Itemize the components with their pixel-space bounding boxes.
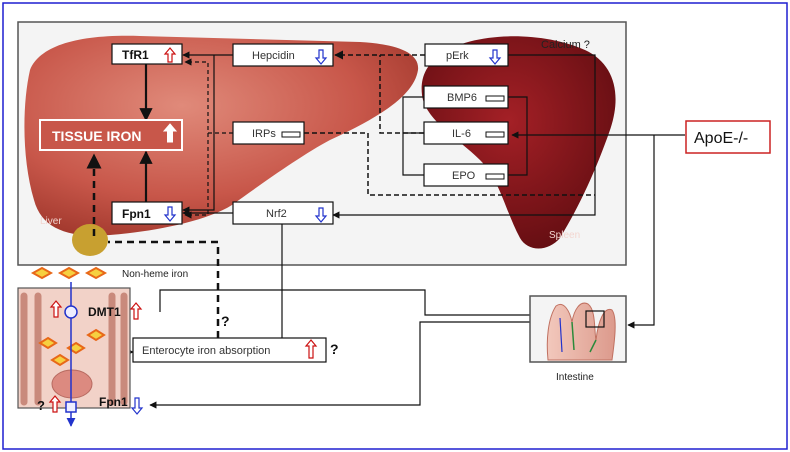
apoe-label: ApoE-/-: [694, 130, 748, 147]
apoe-to-intestine-arrow: [627, 135, 655, 329]
down-arrow-icon: [314, 49, 328, 65]
iron-diamond-icon: [50, 353, 70, 367]
up-arrow-icon: [162, 123, 178, 143]
tissue-iron-node: TISSUE IRON: [39, 119, 183, 151]
perk-node: pErk: [424, 43, 509, 67]
enterocyte-illustration: [17, 282, 131, 427]
iron-diamond-icon: [38, 336, 58, 350]
bmp6-label: BMP6: [447, 92, 477, 104]
bmp6-node: BMP6: [423, 85, 509, 109]
up-arrow-icon: [48, 395, 62, 413]
up-arrow-icon: [304, 339, 318, 359]
dmt1-transporter-icon: [64, 305, 78, 319]
il6-to-hepcidin-dashed: [379, 55, 424, 134]
iron-diamonds-row: [30, 266, 108, 280]
intestine-illustration: [546, 302, 616, 361]
fpn1-enterocyte-label: Fpn1: [99, 395, 128, 409]
hepcidin-node: Hepcidin: [232, 43, 334, 67]
enterocyte-absorption-label: Enterocyte iron absorption: [142, 345, 270, 357]
unchanged-bar-icon: [485, 173, 505, 180]
intestine-zoom-box: [585, 310, 605, 328]
irps-to-tfr1-dashed: [184, 58, 233, 134]
bmp6-right-line: [508, 96, 528, 176]
enterocyte-absorption-node: Enterocyte iron absorption: [132, 337, 327, 363]
down-arrow-icon: [130, 397, 144, 415]
tfr1-node: TfR1: [111, 43, 183, 65]
il6-label: IL-6: [452, 128, 471, 140]
calcium-label: Calcium ?: [541, 39, 590, 51]
absorption-dashed-link: [108, 240, 220, 338]
liver-label: Liver: [40, 216, 62, 227]
hepcidin-to-fpn1-line: [182, 55, 215, 214]
unchanged-bar-icon: [281, 131, 301, 138]
intestine-link-line-top: [159, 289, 590, 316]
liver-illustration: [24, 35, 419, 236]
fpn1-liver-label: Fpn1: [122, 207, 151, 221]
iron-diamond-icon: [86, 328, 106, 342]
il6-node: IL-6: [423, 121, 509, 145]
gallbladder-illustration: [72, 224, 108, 256]
epo-label: EPO: [452, 170, 476, 182]
non-heme-iron-label: Non-heme iron: [122, 269, 188, 280]
irps-node: IRPs: [232, 121, 305, 145]
tissue-iron-label: TISSUE IRON: [52, 128, 141, 144]
cytokine-bracket: [402, 96, 424, 176]
unchanged-bar-icon: [485, 95, 505, 102]
dmt1-label: DMT1: [88, 305, 121, 319]
unchanged-bar-icon: [485, 131, 505, 138]
epo-node: EPO: [423, 163, 509, 187]
iron-diamond-icon: [84, 266, 108, 280]
nrf2-node: Nrf2: [232, 201, 334, 225]
question-mark-absorption: ?: [330, 341, 339, 357]
up-arrow-icon: [49, 300, 63, 318]
intestine-panel: [529, 295, 627, 363]
apoe-node: ApoE-/-: [685, 120, 771, 154]
intestine-label: Intestine: [556, 372, 594, 383]
up-arrow-icon: [163, 47, 177, 63]
fpn1-transporter-icon: [65, 401, 77, 413]
question-mark-fpn1: ?: [37, 398, 45, 413]
down-arrow-icon: [314, 207, 328, 223]
intestine-to-fpn1-line: [149, 321, 590, 409]
perk-label: pErk: [446, 50, 469, 62]
down-arrow-icon: [488, 49, 502, 65]
up-arrow-icon: [129, 302, 143, 320]
question-mark-dashed-link: ?: [221, 313, 230, 329]
irps-to-spleen-dashed: [304, 132, 595, 196]
spleen-label: Spleen: [549, 230, 580, 241]
hepcidin-label: Hepcidin: [252, 50, 295, 62]
nrf2-label: Nrf2: [266, 208, 287, 220]
iron-diamond-icon: [57, 266, 81, 280]
iron-diamond-icon: [30, 266, 54, 280]
irps-label: IRPs: [252, 128, 276, 140]
tfr1-label: TfR1: [122, 48, 149, 62]
fpn1-liver-node: Fpn1: [111, 201, 183, 225]
down-arrow-icon: [163, 206, 177, 222]
